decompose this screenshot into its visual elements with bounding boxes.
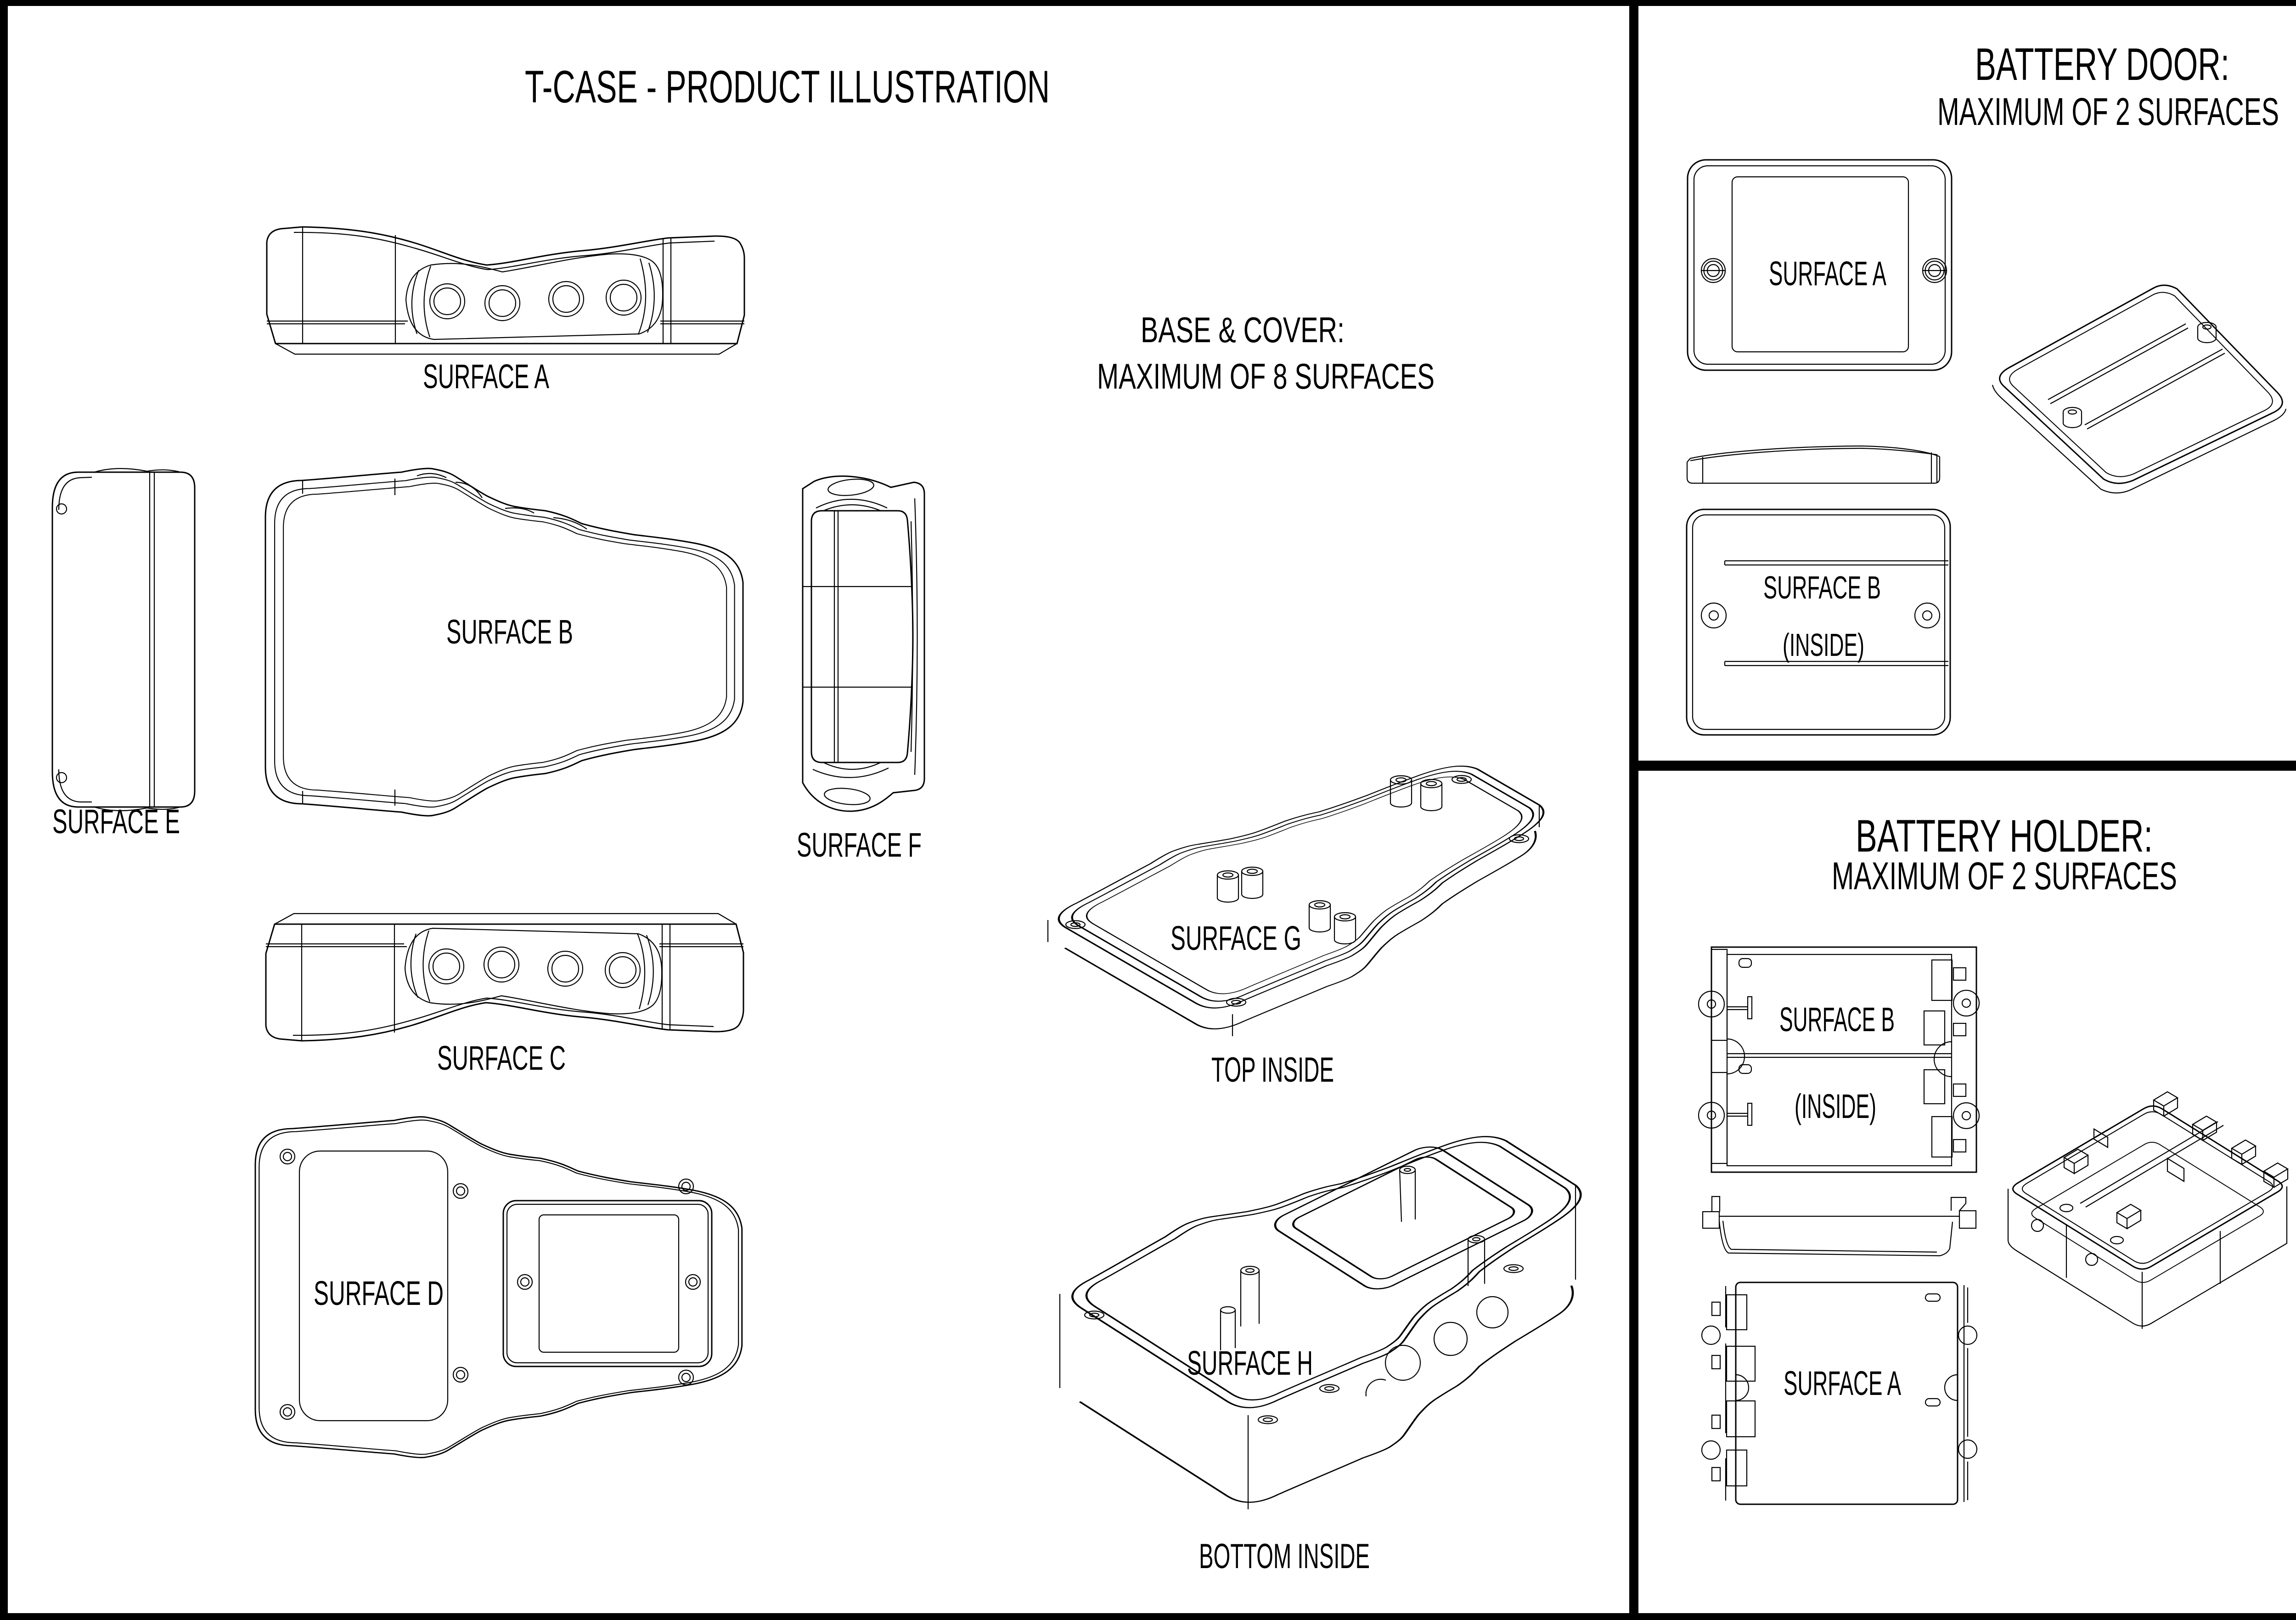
svg-text:SURFACE B: SURFACE B: [446, 613, 573, 651]
svg-text:BASE & COVER:: BASE & COVER:: [1141, 310, 1345, 350]
svg-text:SURFACE A: SURFACE A: [423, 357, 549, 395]
svg-text:BATTERY HOLDER:: BATTERY HOLDER:: [1856, 810, 2153, 861]
svg-text:(INSIDE): (INSIDE): [1783, 627, 1864, 663]
svg-text:SURFACE D: SURFACE D: [314, 1274, 444, 1312]
svg-text:BOTTOM INSIDE: BOTTOM INSIDE: [1199, 1537, 1370, 1576]
svg-text:MAXIMUM OF 2 SURFACES: MAXIMUM OF 2 SURFACES: [1832, 854, 2177, 897]
svg-text:SURFACE B: SURFACE B: [1763, 570, 1881, 605]
svg-text:SURFACE G: SURFACE G: [1171, 919, 1301, 957]
svg-text:SURFACE C: SURFACE C: [437, 1039, 566, 1077]
svg-text:SURFACE F: SURFACE F: [797, 826, 922, 864]
svg-text:SURFACE E: SURFACE E: [52, 802, 180, 841]
svg-text:(INSIDE): (INSIDE): [1795, 1087, 1876, 1125]
svg-text:SURFACE H: SURFACE H: [1187, 1344, 1313, 1382]
svg-text:T-CASE - PRODUCT ILLUSTRATION: T-CASE - PRODUCT ILLUSTRATION: [525, 61, 1050, 112]
svg-text:TOP INSIDE: TOP INSIDE: [1211, 1050, 1334, 1089]
svg-text:SURFACE B: SURFACE B: [1779, 1000, 1895, 1039]
svg-text:MAXIMUM OF 2 SURFACES: MAXIMUM OF 2 SURFACES: [1937, 90, 2279, 133]
svg-text:BATTERY DOOR:: BATTERY DOOR:: [1975, 39, 2229, 90]
svg-text:SURFACE A: SURFACE A: [1784, 1364, 1901, 1402]
svg-text:SURFACE A: SURFACE A: [1769, 254, 1886, 293]
svg-text:MAXIMUM OF 8 SURFACES: MAXIMUM OF 8 SURFACES: [1097, 356, 1435, 396]
